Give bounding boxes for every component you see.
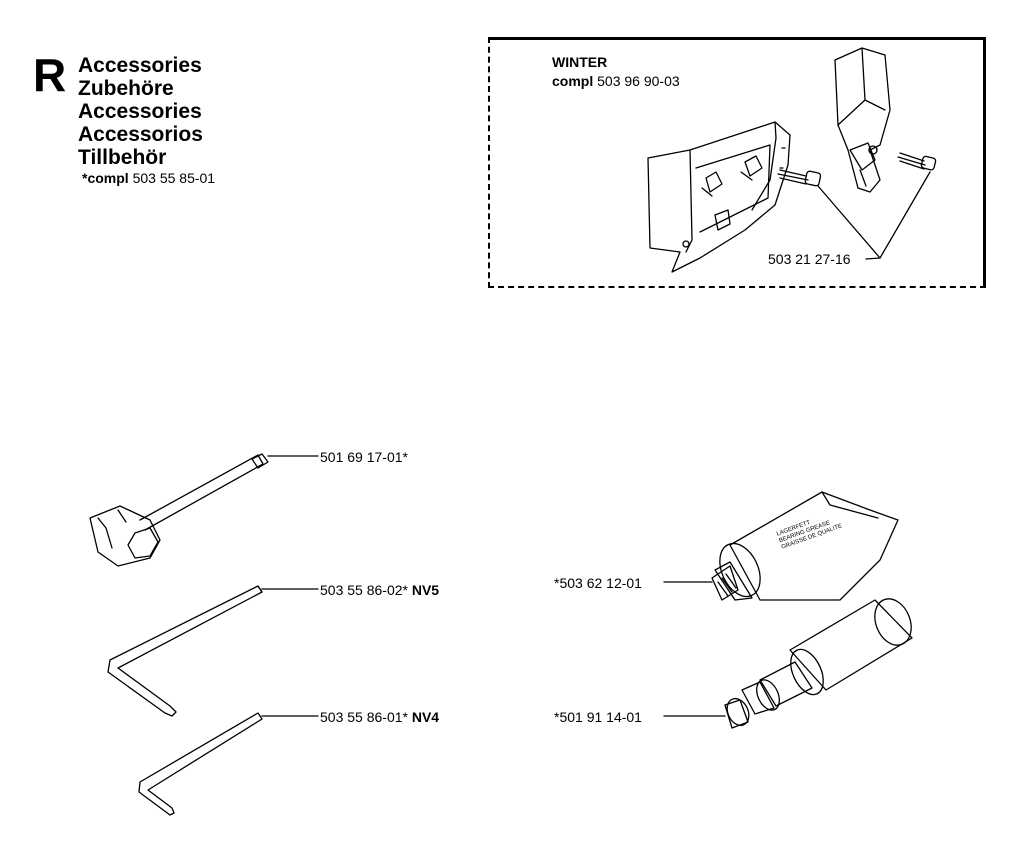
winter-compl-number: 503 96 90-03 xyxy=(597,73,680,89)
winter-compl-prefix: compl xyxy=(552,73,594,89)
hex-key-large xyxy=(108,586,262,716)
hex-key-small-label: 503 55 86-01* NV4 xyxy=(320,709,439,725)
compl-number: 503 55 85-01 xyxy=(132,170,216,186)
winter-title: WINTER xyxy=(552,54,608,70)
title-sv: Tillbehör xyxy=(78,146,167,169)
hex-key-large-label: 503 55 86-02* NV5 xyxy=(320,582,439,598)
winter-kit-box xyxy=(488,37,986,288)
grease-tube-part-number: *503 62 12-01 xyxy=(554,575,642,591)
winter-compl: compl 503 96 90-03 xyxy=(552,73,680,89)
grease-gun-part-number: *501 91 14-01 xyxy=(554,709,642,725)
hex-key-small-number: 503 55 86-01* xyxy=(320,709,408,725)
title-de: Zubehöre xyxy=(78,77,174,100)
combination-wrench xyxy=(90,454,268,566)
wrench-part-number: 501 69 17-01* xyxy=(320,449,408,465)
hex-key-small xyxy=(139,713,262,815)
compl-prefix: *compl xyxy=(82,170,129,186)
winter-screw-part-number: 503 21 27-16 xyxy=(768,251,851,267)
title-en: Accessories xyxy=(78,54,202,77)
complete-kit-number: *compl 503 55 85-01 xyxy=(82,170,215,186)
title-es: Accessorios xyxy=(78,123,203,146)
winter-screw-2 xyxy=(898,153,936,171)
winter-shutter xyxy=(835,48,890,192)
section-letter: R xyxy=(33,49,67,101)
grease-tube xyxy=(712,492,898,603)
grease-gun xyxy=(723,593,918,729)
title-fr: Accessories xyxy=(78,100,202,123)
hex-key-large-size: NV5 xyxy=(411,582,440,598)
winter-cover-plate xyxy=(648,122,790,272)
hex-key-small-size: NV4 xyxy=(411,709,440,725)
winter-screw-1 xyxy=(778,170,821,186)
section-titles: Accessories Zubehöre Accessories Accesso… xyxy=(78,54,203,169)
hex-key-large-number: 503 55 86-02* xyxy=(320,582,408,598)
